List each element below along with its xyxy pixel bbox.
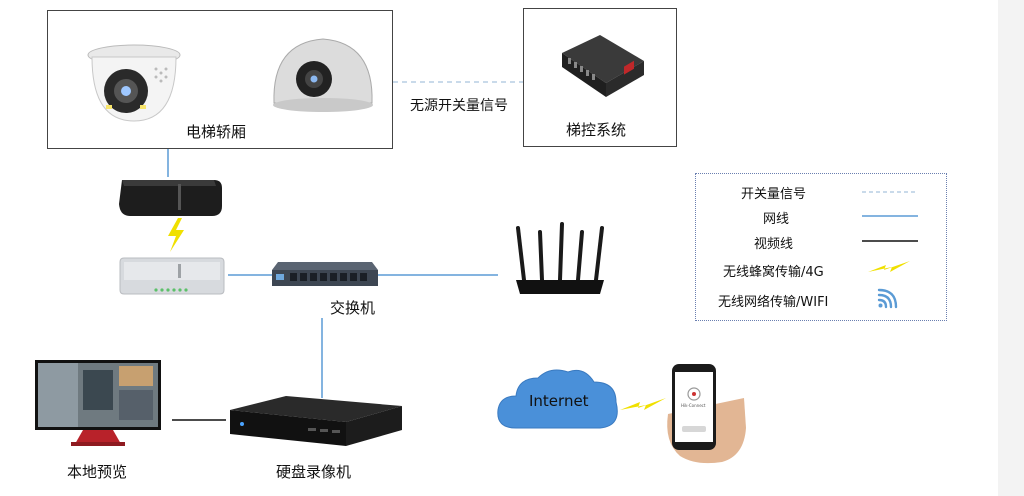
wireless-receiver-icon [119,257,225,295]
switch-label: 交换机 [330,299,376,317]
mini-dome-camera-icon [273,38,373,112]
phone-app-label: Hik-Connect [681,403,706,408]
nvr-recorder-icon [230,396,402,446]
legend-network-line-sample [862,215,918,217]
nvr-label: 硬盘录像机 [276,463,352,481]
turret-camera-icon [87,44,181,122]
elevator-control-box: 梯控系统 [523,8,677,147]
legend-wifi-label: 无线网络传输/WIFI [718,295,829,310]
elevator-car-label: 电梯轿厢 [186,123,247,141]
legend-video-line-sample [862,240,918,242]
wireless-bridge-icon [119,180,222,216]
right-margin-strip [998,0,1024,496]
legend-lightning-icon [868,261,910,272]
network-switch-icon [272,262,378,286]
controller-board-icon [562,35,644,97]
dry-contact-signal-label: 无源开关量信号 [410,98,508,114]
monitor-icon [35,360,161,446]
elevator-car-box: 电梯轿厢 [47,10,393,149]
wifi-router-icon [516,222,604,294]
legend-cellular-label: 无线蜂窝传输/4G [723,265,824,280]
smartphone-icon [667,364,746,464]
legend-box: 开关量信号 网线 视频线 无线蜂窝传输/4G 无线网络传输/WIFI [695,173,947,321]
internet-cloud-icon [497,369,618,429]
internet-label: Internet [529,392,589,410]
legend-video-cable-label: 视频线 [754,237,794,252]
legend-dashed-line-sample [862,191,916,193]
legend-dry-contact-label: 开关量信号 [741,187,807,202]
local-preview-label: 本地预览 [67,463,128,481]
cellular-lightning-icon [168,218,184,252]
legend-network-cable-label: 网线 [763,212,790,227]
elevator-control-label: 梯控系统 [566,121,627,139]
legend-wifi-icon [877,288,898,309]
cloud-lightning-icon [620,398,666,410]
